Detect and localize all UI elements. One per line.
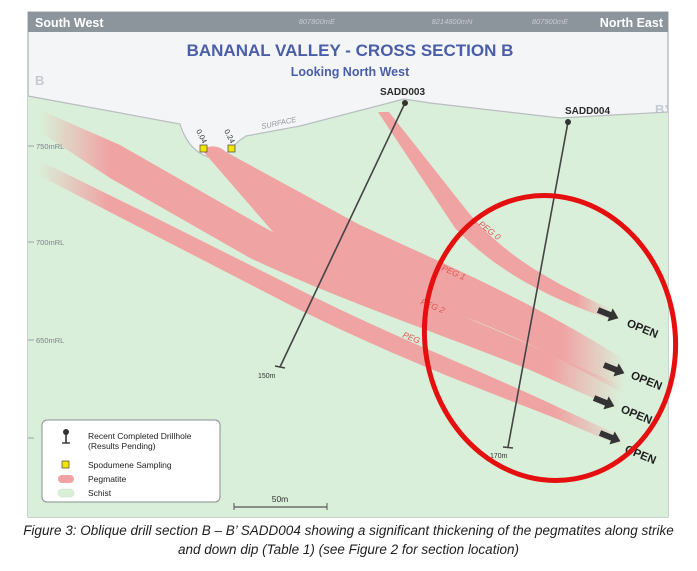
drillhole-sadd004-depth: 170m bbox=[490, 453, 508, 460]
header-left-label: South West bbox=[35, 16, 104, 30]
drillhole-sadd003-collar bbox=[402, 100, 408, 106]
open-arrow-1-icon bbox=[596, 307, 619, 322]
section-subtitle: Looking North West bbox=[291, 65, 410, 79]
drillhole-sadd004-collar bbox=[565, 119, 571, 125]
cross-section-figure: South West North East 807800mE 8214800mN… bbox=[27, 11, 679, 518]
legend-schist-label: Schist bbox=[88, 488, 112, 498]
highlight-ellipse bbox=[421, 193, 679, 483]
scale-bar: 50m bbox=[233, 494, 328, 510]
header-coord-2: 8214800mN bbox=[432, 17, 473, 26]
drillhole-sadd004-end bbox=[502, 446, 514, 449]
header-right-label: North East bbox=[600, 16, 664, 30]
pegmatite-peg-0 bbox=[378, 112, 612, 320]
spodumene-sample-2 bbox=[227, 144, 236, 153]
drillhole-sadd004-trace bbox=[507, 121, 569, 448]
figure-caption: Figure 3: Oblique drill section B – B’ S… bbox=[0, 521, 697, 559]
pegmatite-peg-1 bbox=[202, 146, 625, 395]
rl-tick-750: 750mRL bbox=[36, 142, 64, 151]
legend-drillhole-note: (Results Pending) bbox=[88, 441, 156, 451]
legend-sampling-label: Spodumene Sampling bbox=[88, 460, 172, 470]
pegmatite-peg-2 bbox=[40, 110, 620, 410]
section-title: BANANAL VALLEY - CROSS SECTION B bbox=[187, 41, 514, 60]
spodumene-sample-1 bbox=[199, 144, 208, 153]
legend-pegmatite-icon bbox=[58, 475, 74, 483]
header-coord-1: 807800mE bbox=[299, 17, 336, 26]
drillhole-sadd003-trace bbox=[279, 102, 406, 368]
rl-axis: 750mRL 700mRL 650mRL bbox=[28, 142, 64, 439]
header-coord-3: 807900mE bbox=[532, 17, 569, 26]
legend-drillhole-icon bbox=[62, 429, 70, 444]
rl-tick-650: 650mRL bbox=[36, 336, 64, 345]
legend-schist-icon bbox=[57, 488, 75, 498]
open-arrow-4-icon bbox=[598, 430, 621, 445]
open-arrow-3-icon bbox=[592, 395, 615, 410]
drillhole-sadd003-end bbox=[274, 365, 286, 369]
drillhole-sadd003-name: SADD003 bbox=[380, 87, 425, 98]
section-end-left: B bbox=[35, 73, 44, 88]
pegmatite-peg-lower bbox=[38, 160, 625, 448]
drillhole-sadd004-name: SADD004 bbox=[565, 106, 610, 117]
rl-tick-700: 700mRL bbox=[36, 238, 64, 247]
open-arrows bbox=[592, 307, 625, 445]
legend-pegmatite-label: Pegmatite bbox=[88, 474, 127, 484]
drillhole-sadd003-depth: 150m bbox=[258, 373, 276, 380]
legend-drillhole-label: Recent Completed Drillhole bbox=[88, 431, 192, 441]
scale-bar-label: 50m bbox=[272, 494, 289, 504]
header-bar bbox=[28, 12, 668, 32]
figure-caption-line-1: Figure 3: Oblique drill section B – B’ S… bbox=[23, 523, 674, 538]
legend-box bbox=[41, 419, 221, 503]
open-arrow-2-icon bbox=[602, 362, 625, 377]
figure-caption-line-2: and down dip (Table 1) (see Figure 2 for… bbox=[178, 542, 519, 557]
legend-sampling-icon bbox=[61, 460, 70, 469]
